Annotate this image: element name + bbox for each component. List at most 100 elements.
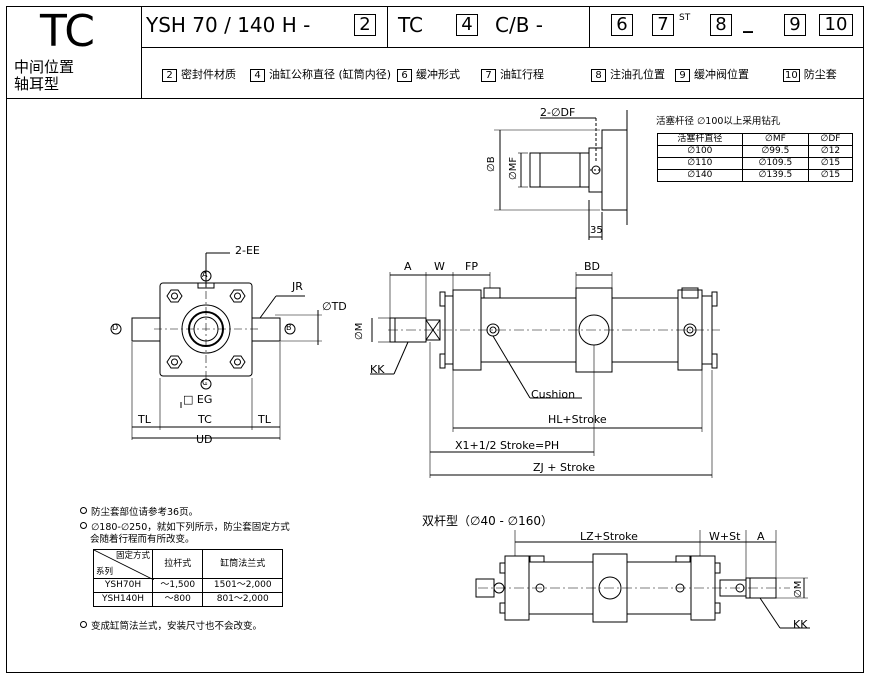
legend-label: 注油孔位置 bbox=[610, 68, 665, 81]
legend-num: 2 bbox=[162, 69, 177, 82]
legend-item-2: 2 密封件材质 bbox=[162, 66, 236, 82]
table-row: ∅110 ∅109.5 ∅15 bbox=[657, 157, 853, 170]
legend-num: 7 bbox=[481, 69, 496, 82]
legend-label: 缓冲形式 bbox=[416, 68, 460, 81]
legend-item-4: 4 油缸公称直径 (缸筒内径) bbox=[250, 66, 391, 82]
table-cell: YSH70H bbox=[93, 578, 153, 593]
table-row: ∅140 ∅139.5 ∅15 bbox=[657, 169, 853, 182]
double-rod-title: 双杆型（∅40 - ∅160） bbox=[422, 514, 554, 528]
end-view bbox=[110, 252, 322, 440]
note-1: 防尘套部位请参考36页。 bbox=[80, 507, 198, 519]
header-bottom-rule bbox=[6, 98, 864, 99]
side-m-label: ∅M bbox=[354, 322, 365, 340]
td-label: ∅TD bbox=[322, 300, 347, 313]
order-box-6: 6 bbox=[611, 14, 633, 36]
legend-item-6: 6 缓冲形式 bbox=[397, 66, 460, 82]
header-divider-2 bbox=[387, 6, 388, 47]
port-b-label: B bbox=[286, 323, 292, 332]
tc-label: TC bbox=[198, 413, 212, 426]
table-corner: 固定方式 系列 bbox=[93, 549, 154, 580]
legend-num: 9 bbox=[675, 69, 690, 82]
order-dash: _ bbox=[743, 9, 753, 33]
order-st: ST bbox=[679, 13, 691, 23]
subtitle-line2: 轴耳型 bbox=[14, 75, 60, 93]
table-header: 拉杆式 bbox=[151, 549, 204, 579]
order-box-10: 10 bbox=[819, 14, 853, 36]
double-kk-label: KK bbox=[793, 618, 808, 631]
diagonal-line bbox=[94, 550, 154, 580]
legend-num: 6 bbox=[397, 69, 412, 82]
legend-label: 油缸公称直径 (缸筒内径) bbox=[269, 68, 392, 81]
bullet-icon bbox=[80, 522, 87, 529]
ud-label: UD bbox=[196, 433, 213, 446]
header-mid-rule bbox=[141, 47, 864, 48]
table-cell: ∅15 bbox=[808, 157, 853, 170]
table-cell: ～800 bbox=[151, 592, 204, 607]
table-header-row: 固定方式 系列 拉杆式 缸筒法兰式 bbox=[93, 549, 283, 580]
port-d-label: D bbox=[112, 323, 119, 332]
order-cb: C/B - bbox=[495, 13, 543, 37]
series-table: 固定方式 系列 拉杆式 缸筒法兰式 YSH70H ～1,500 1501～2,0… bbox=[93, 549, 283, 607]
jr-label: JR bbox=[292, 280, 303, 293]
table-cell: ∅109.5 bbox=[741, 157, 810, 170]
table-header: ∅MF bbox=[741, 133, 810, 146]
rod-end-detail bbox=[494, 110, 628, 240]
table-header: 活塞杆直径 bbox=[657, 133, 743, 146]
double-a-label: A bbox=[757, 530, 765, 543]
table-cell: 801～2,000 bbox=[202, 592, 283, 607]
table-row: YSH70H ～1,500 1501～2,000 bbox=[93, 578, 283, 593]
rod-df-label: 2-∅DF bbox=[540, 106, 576, 119]
rod-35-label: 35 bbox=[590, 225, 603, 236]
rod-spec-table: 活塞杆直径 ∅MF ∅DF ∅100 ∅99.5 ∅12 ∅110 ∅109.5… bbox=[657, 133, 853, 182]
rod-b-label: ∅B bbox=[486, 156, 497, 172]
order-box-4: 4 bbox=[456, 14, 478, 36]
table-header-row: 活塞杆直径 ∅MF ∅DF bbox=[657, 133, 853, 146]
bullet-icon bbox=[80, 507, 87, 514]
table-cell: ∅100 bbox=[657, 145, 743, 158]
legend-label: 防尘套 bbox=[803, 68, 837, 81]
legend-num: 10 bbox=[783, 69, 800, 82]
table-cell: ∅12 bbox=[808, 145, 853, 158]
side-a-label: A bbox=[404, 260, 412, 273]
table-cell: 1501～2,000 bbox=[202, 578, 283, 593]
table-cell: YSH140H bbox=[93, 592, 153, 607]
rod-note: 活塞杆径 ∅100以上采用钻孔 bbox=[656, 116, 781, 127]
table-cell: ∅140 bbox=[657, 169, 743, 182]
header-divider-1 bbox=[141, 6, 142, 98]
ph-label: X1+1/2 Stroke=PH bbox=[455, 439, 560, 452]
table-row: YSH140H ～800 801～2,000 bbox=[93, 592, 283, 607]
side-view bbox=[370, 272, 720, 478]
table-cell: ∅110 bbox=[657, 157, 743, 170]
legend-item-8: 8 注油孔位置 bbox=[591, 66, 665, 82]
table-header: 缸筒法兰式 bbox=[202, 549, 283, 579]
legend-num: 4 bbox=[250, 69, 265, 82]
order-prefix: YSH 70 / 140 H - bbox=[146, 13, 311, 37]
note-2: ∅180-∅250，就如下列所示，防尘套固定方式 会随着行程而有所改变。 bbox=[80, 522, 290, 546]
note-3: 变成缸筒法兰式，安装尺寸也不会改变。 bbox=[80, 621, 262, 633]
side-w-label: W bbox=[434, 260, 445, 273]
legend-num: 8 bbox=[591, 69, 606, 82]
legend-label: 密封件材质 bbox=[181, 68, 236, 81]
order-box-7: 7 bbox=[652, 14, 674, 36]
note-3-text: 变成缸筒法兰式，安装尺寸也不会改变。 bbox=[91, 621, 263, 632]
side-bd-label: BD bbox=[584, 260, 601, 273]
side-kk-label: KK bbox=[370, 363, 385, 376]
zj-label: ZJ + Stroke bbox=[533, 461, 596, 474]
corner-top-label: 固定方式 bbox=[115, 551, 150, 561]
order-box-8: 8 bbox=[710, 14, 732, 36]
table-cell: ～1,500 bbox=[151, 578, 204, 593]
order-tc: TC bbox=[398, 13, 424, 37]
drawing-frame bbox=[6, 6, 864, 673]
note-1-text: 防尘套部位请参考36页。 bbox=[91, 507, 199, 518]
corner-bottom-label: 系列 bbox=[96, 567, 114, 577]
port-c-label: C bbox=[202, 378, 208, 387]
table-row: ∅100 ∅99.5 ∅12 bbox=[657, 145, 853, 158]
rod-mf-label: ∅MF bbox=[508, 156, 519, 180]
bullet-icon bbox=[80, 621, 87, 628]
header-divider-3 bbox=[589, 6, 590, 47]
table-cell: ∅139.5 bbox=[741, 169, 810, 182]
